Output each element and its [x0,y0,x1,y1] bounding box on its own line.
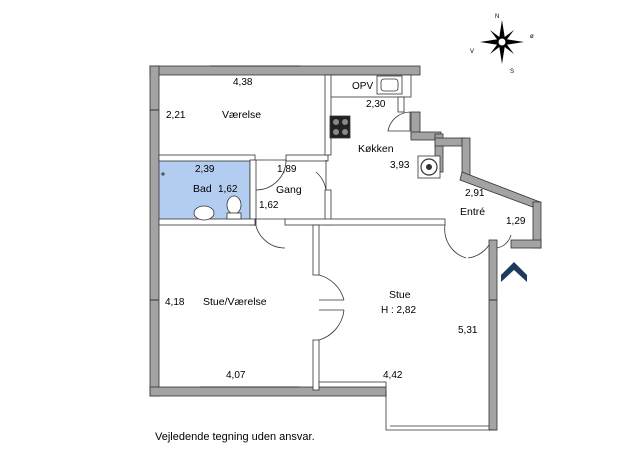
stue-vaerelse-name: Stue/Værelse [203,296,267,308]
stove-burner [342,119,348,125]
room-vaerelse: 4,38 2,21 Værelse [166,77,261,121]
room-entre: 2,91 Entré 1,29 [460,188,526,227]
interior-walls [158,74,446,391]
room-stue: Stue H : 2,82 5,31 4,42 [381,289,478,381]
stue-ceiling-height: H : 2,82 [381,305,416,316]
exterior-walls [149,65,542,431]
gang-name: Gang [276,184,302,196]
entre-name: Entré [460,206,485,218]
stue-vaerelse-width: 4,07 [226,370,246,381]
disclaimer-text: Vejledende tegning uden ansvar. [155,431,315,443]
stove-icon [329,115,351,139]
gang-width: 1,89 [277,164,297,175]
shower-icon [161,172,165,176]
compass-rose-icon: N S V ø [470,14,534,75]
doors [254,111,512,341]
entre-height: 1,29 [506,216,526,227]
room-bad: 2,39 Bad 1,62 [193,164,238,195]
stue-vaerelse-height: 4,18 [165,297,185,308]
entre-width: 2,91 [465,188,485,199]
stue-name: Stue [389,289,411,301]
entrance-arrow-icon [501,262,527,282]
compass-south: S [510,69,514,75]
compass-east: ø [530,34,534,40]
kokken-width: 2,30 [366,99,386,110]
toilet-tank [226,212,242,220]
toilet-icon [226,195,242,215]
vaerelse-height: 2,21 [166,110,186,121]
room-gang: 1,89 Gang 1,62 [259,164,302,211]
vaerelse-width: 4,38 [233,77,253,88]
kokken-name: Køkken [358,143,394,155]
bay-window [318,381,497,431]
kokken-height: 3,93 [390,160,410,171]
room-stue-vaerelse: 4,18 Stue/Værelse 4,07 [165,296,267,381]
room-kokken: OPV 2,30 Køkken 3,93 [352,81,410,171]
windows [150,65,497,388]
fireplace-ring [420,158,438,176]
stue-width: 4,42 [383,370,403,381]
stove-burner [342,129,348,135]
stove-burner [333,129,339,135]
washbasin-icon [193,205,215,221]
sink-icon [376,75,403,95]
stue-height: 5,31 [458,325,478,336]
sink-basin [380,78,399,92]
stove-burner [333,119,339,125]
bad-width: 2,39 [195,164,215,175]
bad-height: 1,62 [218,184,238,195]
compass-west: V [470,49,474,55]
vaerelse-name: Værelse [222,109,261,121]
bad-name: Bad [193,183,212,195]
fireplace-core [426,164,432,170]
kokken-opv-label: OPV [352,81,373,92]
gang-height: 1,62 [259,200,279,211]
compass-north: N [495,14,499,20]
